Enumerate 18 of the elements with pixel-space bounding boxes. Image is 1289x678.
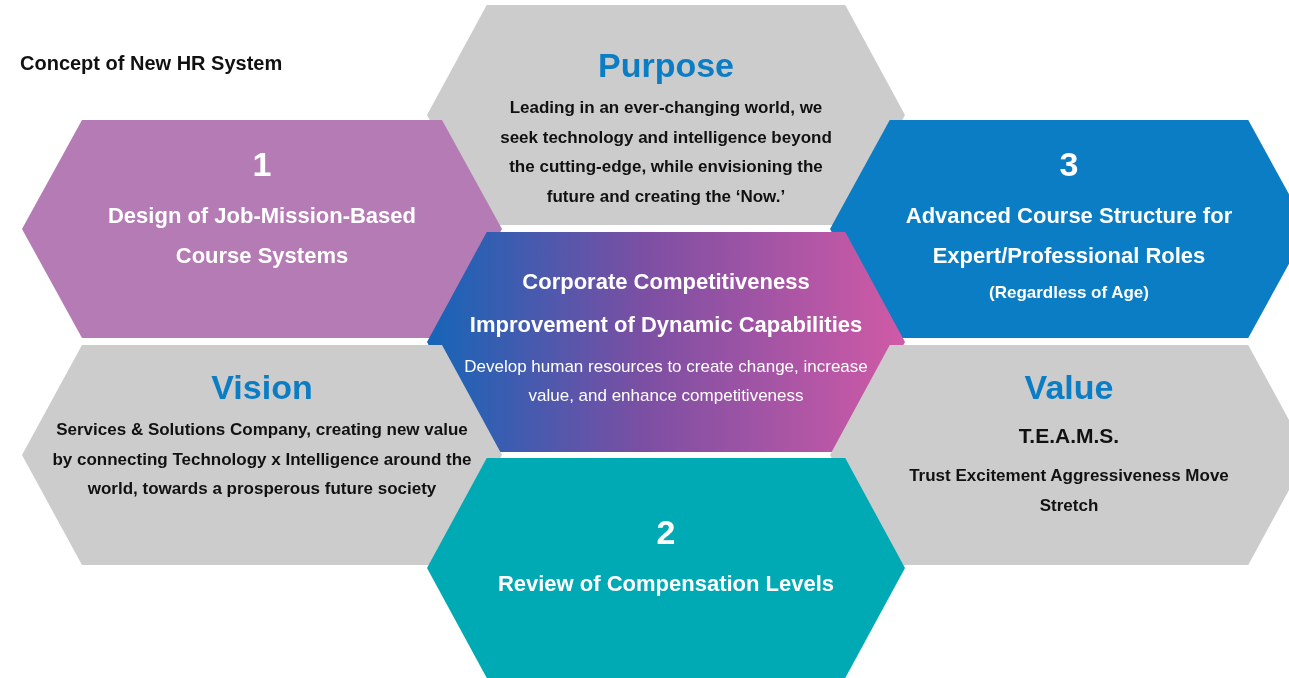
hexagon-text: Trust Excitement Aggressiveness Move Stretch [908,465,1230,517]
hexagon-heading: Purpose [597,45,734,86]
diagram-title: Concept of New HR System [20,52,283,75]
hexagon-text: Design of Job-Mission-Based Course Systems [106,202,417,270]
hexagon-text: Advanced Course Structure for Expert/Professional Roles [904,202,1234,270]
hexagon-text: Services & Solutions Company, creating new value by connecting Technology x Intelligence around the world, towards a prosperous future society [52,419,472,500]
hexagon-heading: 2 [656,512,676,553]
hexagon-heading: Vision [211,367,313,408]
hexagon-heading: 3 [1059,144,1079,185]
hexagon-text: Improvement of Dynamic Capabilities [469,311,863,339]
hexagon-text: Develop human resources to create change, increase value, and enhance competitiveness [463,356,869,407]
hexagon-heading: 1 [252,144,272,185]
hexagon-text: Leading in an ever-changing world, we seek technology and intelligence beyond the cutting-edge, while envisioning the future and creating the ‘Now.’ [499,97,833,208]
hexagon-text: Review of Compensation Levels [497,570,835,598]
hexagon-heading: Value [1024,367,1114,408]
hexagon-text: Corporate Competitiveness [522,268,810,296]
hexagon-text: (Regardless of Age) [989,282,1149,304]
hexagon-text: T.E.A.M.S. [1018,423,1120,449]
